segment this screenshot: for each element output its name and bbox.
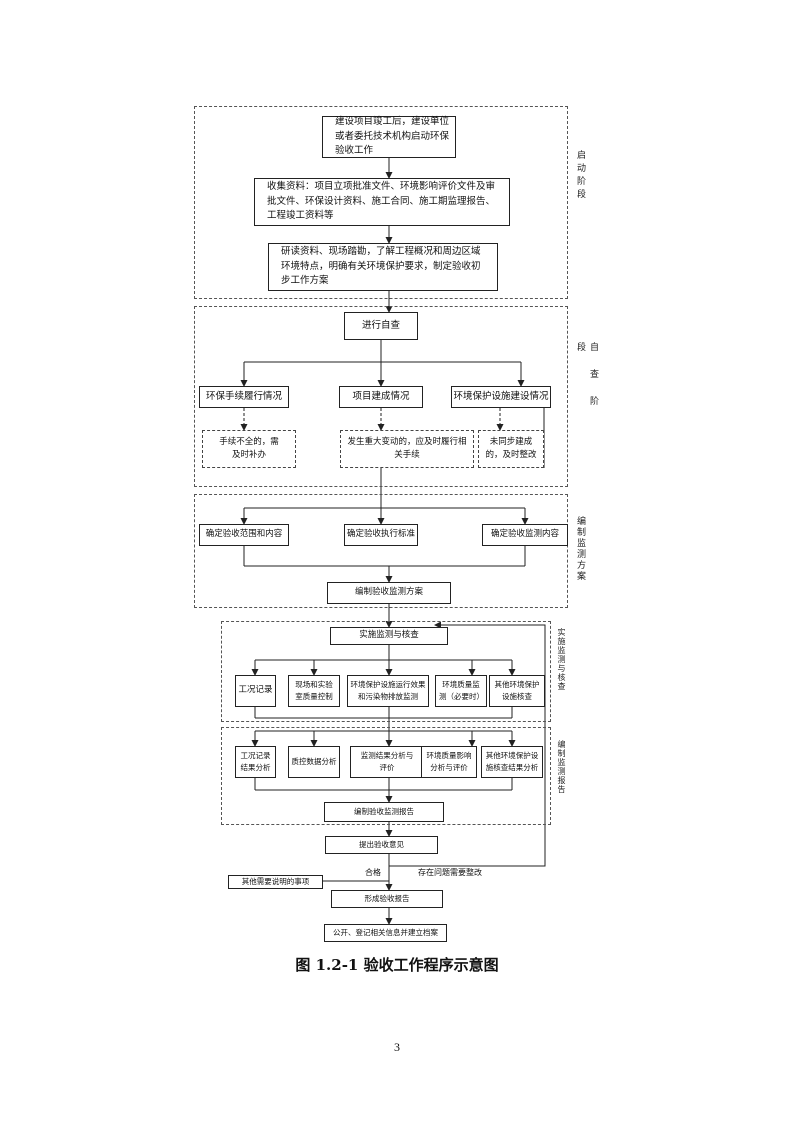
standard-box: 确定验收执行标准 (344, 524, 418, 546)
plan-stage-zone (194, 494, 568, 608)
other-facilities-check-box: 其他环境保护设施核查 (489, 675, 545, 707)
procedure-note-box: 手续不全的，需及时补办 (202, 430, 296, 468)
publish-archive-box: 公开、登记相关信息并建立档案 (324, 924, 447, 942)
report-stage-zone (221, 727, 551, 825)
implement-stage-zone (221, 621, 551, 722)
stage-label-selfcheck: 自查阶段 (575, 342, 598, 423)
env-procedures-box: 环保手续履行情况 (199, 386, 289, 408)
scope-box: 确定验收范围和内容 (199, 524, 289, 546)
facility-monitoring-box: 环境保护设施运行效果和污染物排放监测 (347, 675, 429, 707)
monitoring-analysis-box: 监测结果分析与评价 (350, 746, 424, 778)
acceptance-report-box: 形成验收报告 (331, 890, 443, 908)
stage-label-plan: 编制监测方案 (575, 516, 585, 582)
env-facilities-box: 环境保护设施建设情况 (451, 386, 551, 408)
other-facilities-analysis-box: 其他环境保护设施核查结果分析 (481, 746, 543, 778)
qc-data-analysis-box: 质控数据分析 (288, 746, 340, 778)
monitoring-plan-box: 编制验收监测方案 (327, 582, 451, 604)
monitoring-report-box: 编制验收监测报告 (324, 802, 444, 822)
major-change-note-box: 发生重大变动的，应及时履行相关手续 (340, 430, 474, 468)
start-task-box: 建设项目竣工后，建设单位或者委托技术机构启动环保验收工作 (322, 116, 456, 158)
stage-label-start: 启动阶段 (575, 150, 585, 202)
rectification-label: 存在问题需要整改 (418, 868, 482, 877)
env-quality-monitoring-box: 环境质量监测（必要时） (435, 675, 487, 707)
stage-label-report: 编制监测报告 (557, 740, 566, 794)
condition-record-box: 工况记录 (235, 675, 276, 707)
stage-label-implement: 实施监测与核查 (557, 628, 566, 691)
selfcheck-box: 进行自查 (344, 312, 418, 340)
facility-note-box: 未同步建成的，及时整改 (478, 430, 544, 468)
implement-box: 实施监测与核查 (330, 627, 448, 645)
acceptance-opinion-box: 提出验收意见 (325, 836, 438, 854)
figure-caption: 图 1.2-1 验收工作程序示意图 (295, 956, 499, 974)
env-impact-analysis-box: 环境质量影响分析与评价 (421, 746, 477, 778)
project-completion-box: 项目建成情况 (339, 386, 423, 408)
selfcheck-stage-zone (194, 306, 568, 487)
monitoring-content-box: 确定验收监测内容 (482, 524, 568, 546)
study-materials-box: 研读资料、现场踏勘，了解工程概况和周边区域环境特点，明确有关环境保护要求，制定验… (268, 243, 498, 291)
condition-analysis-box: 工况记录结果分析 (235, 746, 276, 778)
other-matters-box: 其他需要说明的事项 (228, 875, 323, 889)
quality-control-box: 现场和实验室质量控制 (288, 675, 340, 707)
collect-materials-box: 收集资料：项目立项批准文件、环境影响评价文件及审批文件、环保设计资料、施工合同、… (254, 178, 510, 226)
pass-label: 合格 (365, 868, 381, 877)
start-stage-zone (194, 106, 568, 299)
page-number: 3 (394, 1040, 400, 1054)
